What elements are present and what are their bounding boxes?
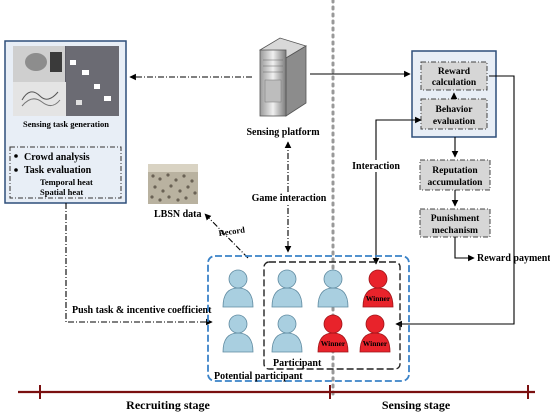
arrow-punishment-to-payment: [454, 237, 475, 262]
behavior-eval-line1: Behavior: [436, 105, 474, 115]
winner-label: Winner: [363, 339, 388, 348]
participant-person-icon: [317, 269, 349, 308]
participant-label: Participant: [273, 358, 322, 369]
behavior-eval-line2: evaluation: [433, 117, 476, 127]
punishment-line2: mechanism: [432, 226, 478, 236]
sub-temporal-heat: Temporal heat: [40, 177, 93, 187]
participant-person-icon: [271, 269, 303, 308]
interaction-label: Interaction: [352, 161, 400, 172]
punishment-mechanism-box: [419, 208, 491, 238]
lbsn-data-label: LBSN data: [154, 209, 202, 220]
reputation-line1: Reputation: [432, 166, 478, 176]
reputation-accumulation-box: [419, 159, 491, 191]
sensing-platform-label: Sensing platform: [246, 127, 320, 138]
arrow-push-task: [65, 203, 213, 326]
winner-person-icon: Winner: [317, 314, 349, 353]
record-label: Record: [218, 224, 246, 238]
recruiting-stage-label: Recruiting stage: [126, 398, 210, 412]
reward-calc-line1: Reward: [438, 67, 471, 77]
participant-person-icon: [222, 314, 254, 353]
potential-participant-label: Potential participant: [214, 371, 303, 382]
sensing-stage-label: Sensing stage: [382, 398, 451, 412]
arrow-interaction: [372, 116, 422, 265]
participant-person-icon: [222, 269, 254, 308]
bullet-task-evaluation: Task evaluation: [24, 165, 92, 176]
bullet-crowd-analysis: Crowd analysis: [24, 152, 90, 163]
task-generation-title: Sensing task generation: [23, 119, 109, 129]
winner-person-icon: Winner: [362, 269, 394, 308]
behavior-evaluation-box: [420, 98, 488, 130]
sub-spatial-heat: Spatial heat: [40, 187, 83, 197]
push-task-label: Push task & incentive coefficient: [72, 305, 212, 316]
punishment-line1: Punishment: [431, 214, 480, 224]
reputation-line2: accumulation: [428, 178, 484, 188]
participant-box: [263, 261, 401, 370]
winner-person-icon: Winner: [359, 314, 391, 353]
reward-calculation-box: [420, 61, 488, 91]
winner-label: Winner: [321, 339, 346, 348]
game-interaction-label: Game interaction: [252, 193, 327, 204]
arrow-reward-to-winners: [395, 75, 515, 328]
winner-label: Winner: [366, 294, 391, 303]
potential-participant-box: [207, 255, 410, 382]
arrow-record: [204, 213, 249, 259]
task-evaluation-box: [9, 146, 122, 199]
participant-person-icon: [271, 314, 303, 353]
server-icon: [259, 37, 307, 117]
reward-calc-line2: calculation: [432, 78, 477, 88]
